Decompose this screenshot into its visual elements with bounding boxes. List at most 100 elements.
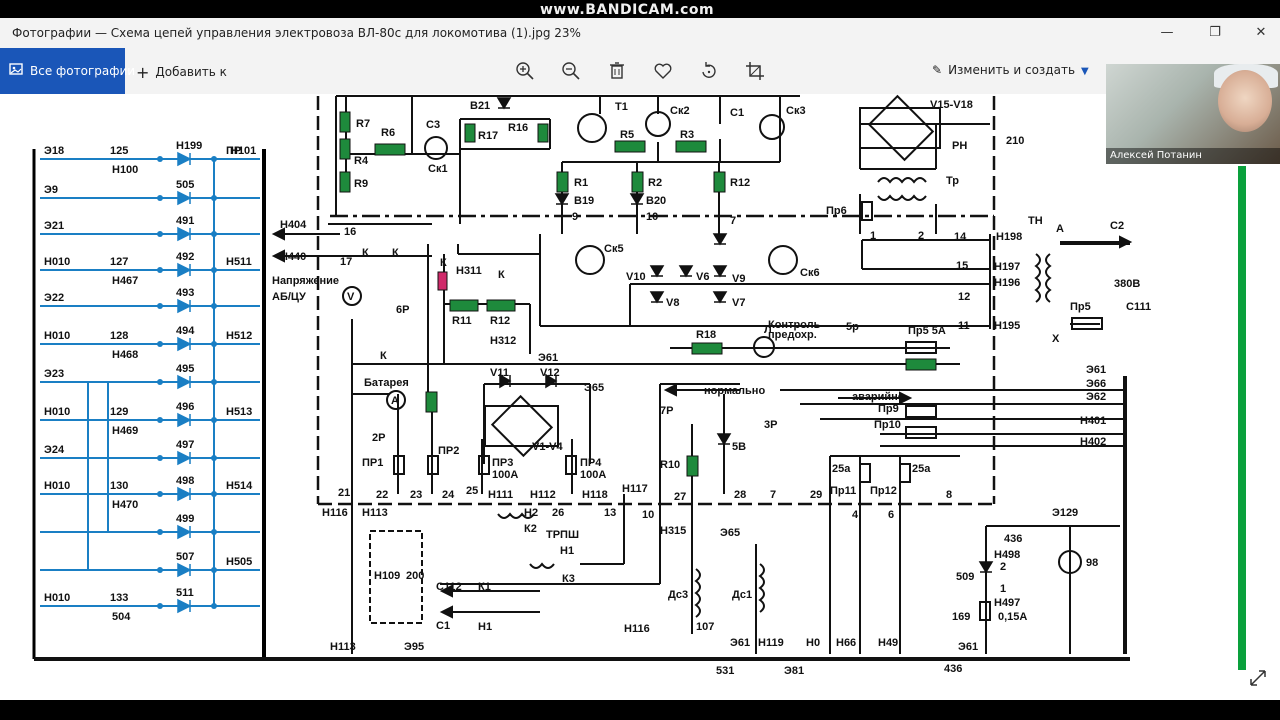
label-n26: 26 [552,507,564,519]
rotate-icon[interactable] [698,60,720,82]
label-h1top: Н1 [560,545,574,557]
add-to-button[interactable]: +Добавить к [136,63,227,82]
label-n11: 11 [958,320,970,332]
label-h440: Н440 [280,251,306,263]
relay-k-coil [437,271,448,291]
diode-icon [177,336,192,352]
row-diode-number: 492 [176,251,194,263]
label-r17: R17 [478,130,498,142]
label-kb: К [498,269,505,281]
label-r12: R12 [490,315,510,327]
label-v10: V10 [626,271,646,283]
label-n1b: 1 [1000,583,1006,595]
photos-app-window: www.BANDICAM.com Фотографии — Схема цепе… [0,0,1280,700]
label-ck6: Ск6 [800,267,820,279]
zoom-in-icon[interactable] [514,60,536,82]
row-wire-number: 125 [110,145,128,157]
label-h404: Н404 [280,219,307,231]
delete-icon[interactable] [606,60,628,82]
label-r18: R18 [696,329,716,341]
row-diode-number: 491 [176,215,194,227]
all-photos-button[interactable]: Все фотографии [0,48,135,94]
arrows [271,227,1133,619]
row-wire-number: 128 [110,330,128,342]
label-n28: 28 [734,489,746,501]
label-n7: 7 [730,215,736,227]
close-icon[interactable]: ✕ [1255,25,1267,40]
diode-icon [678,265,694,278]
label-control: Контроль [768,319,821,331]
junction-dot [157,267,163,273]
label-trpsh: ТРПШ [546,529,579,541]
row-wire-label: Н010 [44,330,70,342]
label-e61: Э61 [1086,364,1106,376]
label-5b: 5В [732,441,746,453]
label-h119: Н119 [758,637,784,649]
label-abcu: АБ/ЦУ [272,291,306,303]
diode-icon [177,298,192,314]
label-pr3: ПР3 [492,457,513,469]
diode-icon [649,291,665,304]
label-n25: 25 [466,485,478,497]
row-diode-number: 494 [176,325,195,337]
label-v380: 380В [1114,278,1140,290]
edit-create-button[interactable]: ✎Изменить и создать▼ [932,63,1089,77]
all-photos-label: Все фотографии [30,64,136,78]
label-c2: С2 [1110,220,1124,232]
label-klbl: К [440,257,447,269]
minimize-icon[interactable]: — [1160,25,1174,40]
zoom-out-icon[interactable] [560,60,582,82]
label-e65b: Э65 [720,527,740,539]
row-diode-number: 493 [176,287,194,299]
diode-icon [496,97,512,110]
label-tr: Тр [946,175,959,187]
row-diode-number: 507 [176,551,194,563]
label-k: К [380,350,387,362]
label-pr10: Пр10 [874,419,901,431]
diode-icon [554,193,570,206]
label-n2b: 2 [1000,561,1006,573]
diode-icon [177,562,192,578]
label-predohr: предохр. [768,329,817,341]
maximize-icon[interactable]: ❐ [1209,25,1221,40]
crop-icon[interactable] [744,60,766,82]
diode-icon [978,561,994,574]
label-n200: 200 [406,570,424,582]
diode-icon [712,291,728,304]
label-n2: 2 [918,230,924,242]
fullscreen-icon[interactable] [1248,668,1268,688]
label-h2: Н2 [524,507,538,519]
left-row: Э9 505 [40,179,260,206]
label-c1: С1 [730,107,744,119]
row-diode-number: 498 [176,475,194,487]
row-wire-label: Э24 [44,444,65,456]
label-v12: V12 [540,367,560,379]
row-wire-label: Э9 [44,184,58,196]
label-h311: Н311 [456,265,482,277]
label-h497: Н497 [994,597,1020,609]
label-r1: R1 [574,177,588,189]
diodes [496,97,994,574]
label-n169: 169 [952,611,970,623]
label-h197: Н197 [994,261,1020,273]
label-6p: 6Р [396,304,409,316]
heart-icon[interactable] [652,60,674,82]
bottom-black-strip [0,700,1280,720]
label-v1v4: V1-V4 [532,441,563,453]
label-h49: Н49 [878,637,898,649]
label-7p: 7Р [660,405,673,417]
row-sub-label: Н469 [112,425,138,437]
label-k2lbl: К [392,247,399,259]
label-battery: Батарея [364,377,409,389]
row-wire-label: Э18 [44,145,64,157]
label-n1: 1 [870,230,876,242]
label-n107: 107 [696,621,714,633]
label-n29: 29 [810,489,822,501]
label-n6: 6 [888,509,894,521]
row-diode-number: 505 [176,179,194,191]
label-b20: В20 [646,195,666,207]
